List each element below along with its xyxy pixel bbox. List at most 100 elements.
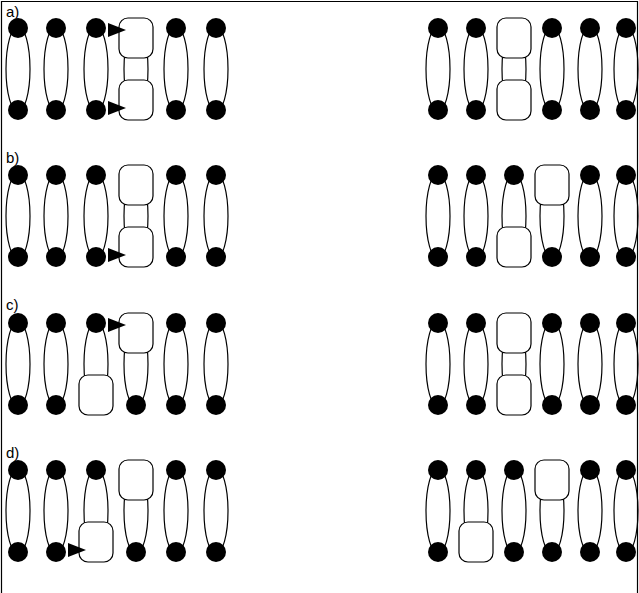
- atom: [542, 18, 562, 38]
- dimer-bond: [426, 26, 450, 112]
- atom: [206, 313, 226, 333]
- atom: [86, 18, 106, 38]
- dimer-bond: [464, 26, 488, 112]
- vacancy: [535, 165, 569, 205]
- atom: [428, 460, 448, 480]
- atom: [466, 395, 486, 415]
- atom: [46, 18, 66, 38]
- hop-arrow: [108, 23, 126, 37]
- atom: [504, 542, 524, 562]
- atom: [580, 395, 600, 415]
- atom: [616, 313, 636, 333]
- vacancy: [459, 522, 493, 562]
- vacancy: [535, 460, 569, 500]
- atom: [86, 460, 106, 480]
- atom: [580, 165, 600, 185]
- atom: [428, 542, 448, 562]
- dimer-bond: [44, 26, 68, 112]
- hop-arrow: [108, 318, 126, 332]
- dimer-bond: [204, 321, 228, 407]
- atom: [206, 165, 226, 185]
- atom: [46, 313, 66, 333]
- atom: [580, 247, 600, 267]
- dimer-bond: [614, 26, 638, 112]
- dimer-bond: [6, 26, 30, 112]
- dimer-bond: [6, 173, 30, 259]
- dimer-bond: [164, 321, 188, 407]
- atom: [580, 18, 600, 38]
- dimer-bond: [164, 468, 188, 554]
- atom: [46, 100, 66, 120]
- atom: [8, 395, 28, 415]
- dimer-bond: [426, 468, 450, 554]
- dimer-bond: [84, 26, 108, 112]
- dimer-bond: [464, 321, 488, 407]
- atom: [428, 313, 448, 333]
- atom: [466, 100, 486, 120]
- atom: [166, 460, 186, 480]
- atom: [46, 165, 66, 185]
- dimer-bond: [204, 26, 228, 112]
- vacancy: [79, 522, 113, 562]
- atom: [166, 100, 186, 120]
- atom: [616, 460, 636, 480]
- atom: [466, 165, 486, 185]
- atom: [542, 100, 562, 120]
- dimer-bond: [44, 321, 68, 407]
- dimer-bond: [578, 321, 602, 407]
- atom: [580, 460, 600, 480]
- dimer-bond: [6, 468, 30, 554]
- atom: [542, 395, 562, 415]
- atom: [580, 542, 600, 562]
- hop-arrow: [108, 101, 126, 115]
- dimer-bond: [578, 173, 602, 259]
- hop-arrow: [108, 248, 126, 262]
- atom: [428, 247, 448, 267]
- atom: [126, 542, 146, 562]
- dimer-bond: [578, 468, 602, 554]
- atom: [616, 542, 636, 562]
- dimer-bond: [614, 173, 638, 259]
- dimer-bond: [164, 173, 188, 259]
- dimer-bond: [6, 321, 30, 407]
- atom: [46, 247, 66, 267]
- atom: [616, 165, 636, 185]
- atom: [616, 100, 636, 120]
- vacancy: [79, 375, 113, 415]
- vacancy: [497, 227, 531, 267]
- atom: [86, 313, 106, 333]
- panel-label: a): [6, 4, 19, 19]
- atom: [166, 247, 186, 267]
- dimer-bond: [614, 321, 638, 407]
- atom: [86, 165, 106, 185]
- atom: [504, 460, 524, 480]
- dimer-bond: [204, 468, 228, 554]
- atom: [8, 313, 28, 333]
- atom: [206, 542, 226, 562]
- atom: [580, 100, 600, 120]
- atom: [428, 18, 448, 38]
- dimer-bond: [502, 468, 526, 554]
- dimer-bond: [204, 173, 228, 259]
- atom: [580, 313, 600, 333]
- atom: [166, 18, 186, 38]
- atom: [616, 395, 636, 415]
- panel-label: c): [6, 297, 19, 312]
- dimer-bond: [84, 173, 108, 259]
- atom: [8, 165, 28, 185]
- vacancy: [497, 18, 531, 58]
- panel-label: b): [6, 150, 19, 165]
- dimer-bond: [44, 468, 68, 554]
- dimer-bond: [464, 173, 488, 259]
- atom: [86, 100, 106, 120]
- atom: [206, 460, 226, 480]
- atom: [542, 247, 562, 267]
- dimer-bond: [164, 26, 188, 112]
- atom: [126, 395, 146, 415]
- dimer-bond: [540, 321, 564, 407]
- atom: [46, 542, 66, 562]
- atom: [428, 165, 448, 185]
- atom: [206, 395, 226, 415]
